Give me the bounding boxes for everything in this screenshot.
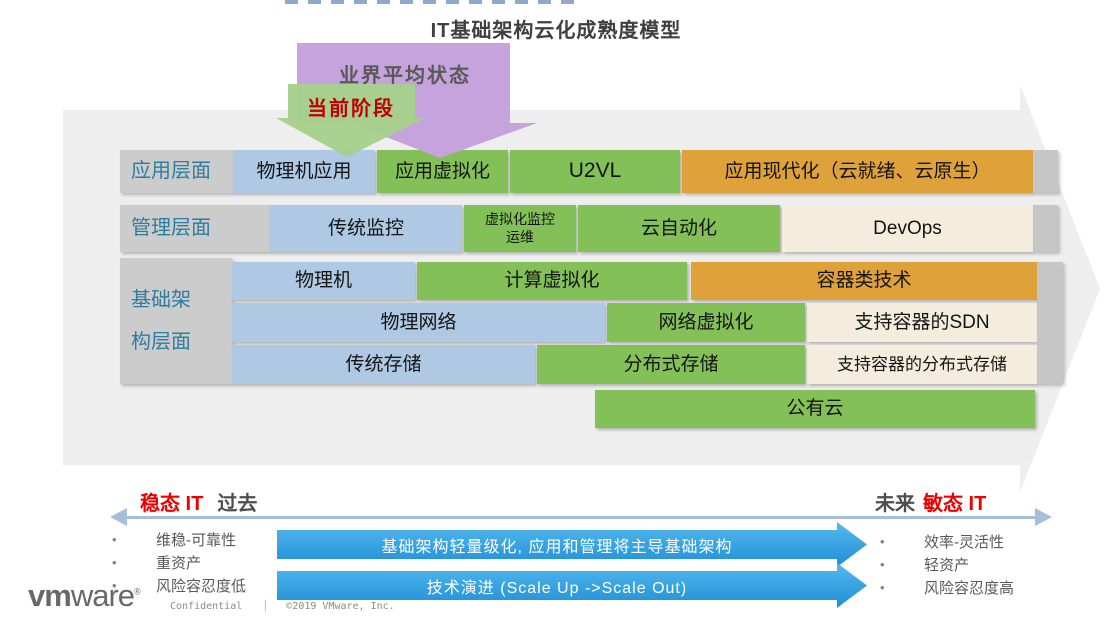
cell-physical-network: 物理网络 [232,303,605,342]
list-item-label: 效率-灵活性 [924,534,1004,551]
stable-it-label: 稳态 IT [140,493,204,515]
future-label: 未来 [875,493,915,515]
cell-cloud-automation: 云自动化 [578,205,780,252]
transition-arrow-infrastructure: 基础架构轻量级化, 应用和管理将主导基础架构 [277,522,867,567]
list-item: • 风险容忍度低 [112,576,246,595]
list-item: • 效率-灵活性 [880,532,1014,551]
bullet-icon: • [880,580,885,595]
cell-u2vl: U2VL [510,150,680,193]
cell-compute-virtualization: 计算虚拟化 [417,262,687,300]
axis-right-arrowhead-icon [1035,508,1052,526]
cell-distributed-storage: 分布式存储 [537,345,805,384]
row-label-application-layer: 应用层面 [120,150,233,193]
cell-virtualization-monitoring-ops: 虚拟化监控 运维 [464,205,576,252]
page-title: IT基础架构云化成熟度模型 [430,20,682,42]
future-characteristics-list: • 效率-灵活性 • 轻资产 • 风险容忍度高 [880,532,1014,597]
cell-devops: DevOps [782,205,1033,252]
list-item-label: 重资产 [156,555,202,572]
list-item-label: 维稳-可靠性 [156,532,236,549]
bullet-icon: • [880,557,885,572]
cell-container-sdn: 支持容器的SDN [807,303,1037,342]
registered-mark-icon: ® [134,586,141,597]
cell-container-distributed-storage: 支持容器的分布式存储 [807,345,1037,384]
list-item: • 风险容忍度高 [880,578,1014,597]
cell-public-cloud: 公有云 [595,390,1035,428]
list-item-label: 轻资产 [924,557,970,574]
cell-app-modernization: 应用现代化（云就绪、云原生） [682,150,1033,193]
list-item-label: 风险容忍度高 [924,580,1015,597]
cutoff-text-artifact [285,0,577,4]
row3-tail [1037,262,1063,384]
list-item: • 重资产 [112,553,246,572]
vmware-logo: vmware® [28,578,141,614]
industry-average-label: 业界平均状态 [339,65,471,87]
bullet-icon: • [112,532,117,547]
row-label-infrastructure-layer: 基础架 构层面 [120,258,232,384]
axis-label-future: 未来 敏态 IT [875,487,986,516]
confidential-label: Confidential [170,601,243,612]
cell-app-virtualization: 应用虚拟化 [377,150,508,193]
past-label: 过去 [217,493,258,515]
cell-physical-machine: 物理机 [232,262,415,300]
copyright-label: ©2019 VMware, Inc. [286,601,395,612]
cell-traditional-monitoring: 传统监控 [270,205,462,252]
axis-label-past: 稳态 IT 过去 [140,487,257,516]
current-stage-label: 当前阶段 [307,98,395,120]
cell-container-tech: 容器类技术 [691,262,1037,300]
list-item: • 维稳-可靠性 [112,530,246,549]
row1-tail [1033,150,1058,193]
vmware-logo-vm: vm [28,578,72,613]
footer-divider: │ [262,601,269,612]
list-item-label: 风险容忍度低 [156,578,247,595]
footer-legal: Confidential │ ©2019 VMware, Inc. [170,601,395,612]
transition-arrow-infrastructure-label: 基础架构轻量级化, 应用和管理将主导基础架构 [381,538,733,556]
cell-traditional-storage: 传统存储 [232,345,535,384]
cell-physical-machine-app: 物理机应用 [233,150,375,193]
transition-arrow-tech-evolution-label: 技术演进 (Scale Up ->Scale Out) [426,579,688,597]
past-characteristics-list: • 维稳-可靠性 • 重资产 • 风险容忍度低 [112,530,246,595]
axis-left-arrowhead-icon [110,508,127,526]
agile-it-label: 敏态 IT [923,493,987,515]
timeline-axis [126,516,1036,519]
bullet-icon: • [112,578,117,593]
row2-tail [1033,205,1058,252]
bullet-icon: • [112,555,117,570]
cell-network-virtualization: 网络虚拟化 [607,303,805,342]
list-item: • 轻资产 [880,555,1014,574]
vmware-logo-ware: ware [70,578,135,613]
bullet-icon: • [880,534,885,549]
row-label-management-layer: 管理层面 [120,205,270,252]
